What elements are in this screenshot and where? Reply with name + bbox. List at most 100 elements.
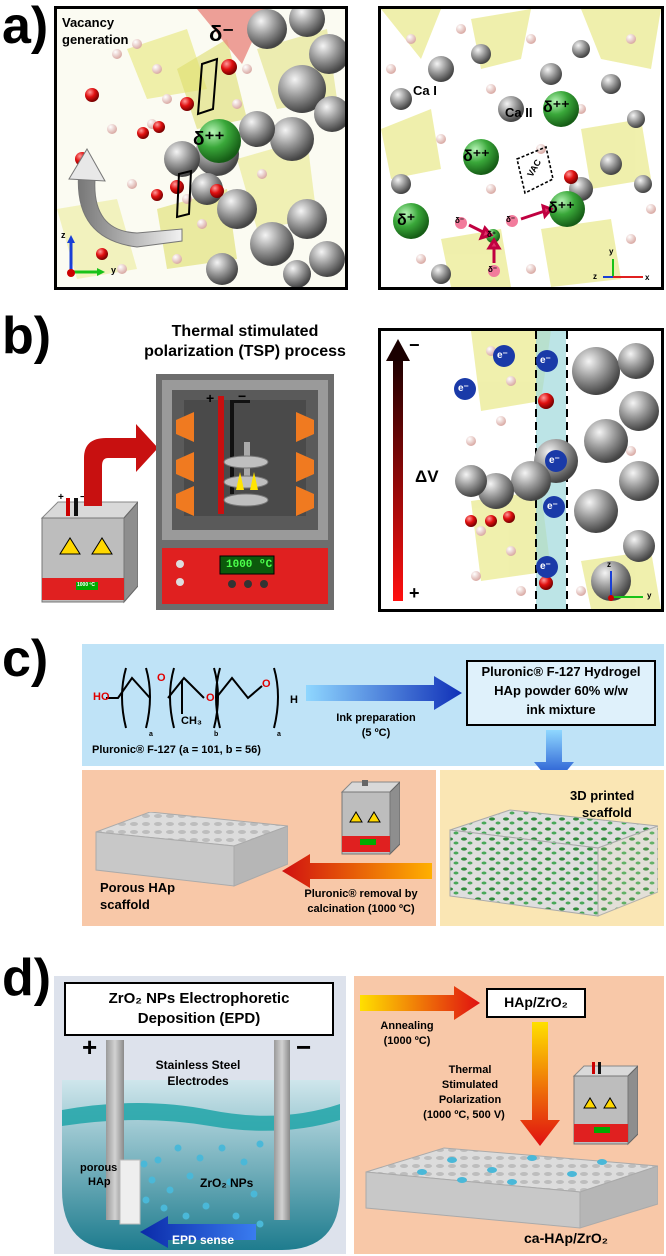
electron-label-6: e⁻ bbox=[540, 561, 551, 572]
chem-ho: HO bbox=[93, 691, 110, 703]
removal-line1: Pluronic® removal by bbox=[304, 888, 418, 900]
calcination-oven-icon bbox=[340, 780, 400, 856]
axis-y-label-right: y bbox=[609, 247, 614, 256]
epd-line2: Deposition (EPD) bbox=[137, 1010, 261, 1027]
panel-d-label: d) bbox=[2, 949, 52, 1007]
delta-minus-label: δ⁻ bbox=[209, 21, 234, 46]
electron-label-3: e⁻ bbox=[458, 383, 469, 394]
crystal-structure-left bbox=[57, 9, 345, 287]
charge-pp-b: δ⁺⁺ bbox=[463, 148, 490, 165]
printed-line1: 3D printed bbox=[570, 788, 635, 803]
axis-z-label: z bbox=[61, 230, 66, 240]
axis-x-label-right: x bbox=[645, 273, 650, 282]
panel-c-label: c) bbox=[2, 630, 49, 688]
dv-minus: − bbox=[409, 335, 420, 355]
ca1-label: Ca I bbox=[413, 83, 437, 98]
furnace-drawing bbox=[156, 374, 334, 610]
tsp-line1: Thermal bbox=[448, 1064, 492, 1076]
charge-pp-c: δ⁺⁺ bbox=[548, 200, 575, 217]
polarized-structure bbox=[386, 331, 661, 609]
tsp-title-line2: polarization (TSP) process bbox=[144, 343, 346, 360]
tsp-line3: Polarization bbox=[438, 1094, 502, 1106]
charge-distribution-view: Ca I Ca II δ⁺⁺ δ⁺⁺ δ⁺⁺ δ⁺ δ⁻ δ⁻ δ⁻ δ⁺ VA… bbox=[378, 6, 664, 290]
axis-y-label-b: y bbox=[647, 591, 652, 600]
electrodes-line1: Stainless Steel bbox=[155, 1058, 241, 1072]
vacancy-label-line1: Vacancy bbox=[62, 15, 115, 30]
epd-sense-label: EPD sense bbox=[172, 1233, 235, 1247]
small-plus-sign: + bbox=[58, 492, 64, 503]
porous-hap-d-line2: HAp bbox=[88, 1176, 111, 1188]
printed-scaffold-image bbox=[449, 809, 658, 917]
tsp-furnace: + − 1000 ºC bbox=[154, 372, 336, 612]
chem-a2: a bbox=[277, 731, 281, 738]
power-supply-drawing bbox=[40, 498, 140, 604]
hydrogel-line1: Pluronic® F-127 Hydrogel bbox=[481, 664, 641, 679]
small-minus-3: δ⁻ bbox=[506, 215, 516, 224]
chem-o3: O bbox=[262, 678, 271, 690]
epd-plus: + bbox=[82, 1032, 98, 1062]
small-minus-sign: − bbox=[80, 492, 86, 503]
tsp-down-arrow-icon bbox=[520, 1022, 560, 1146]
electron-label-2: e⁻ bbox=[540, 355, 551, 366]
vacancy-generation-view: Vacancy generation δ⁻ δ⁺⁺ z y bbox=[54, 6, 348, 290]
porous-hap-line1: Porous HAp bbox=[100, 880, 176, 895]
panel-b-label: b) bbox=[2, 307, 52, 365]
axis-z-label-b: z bbox=[607, 560, 611, 569]
tsp-power-supply-icon bbox=[572, 1062, 638, 1146]
ca2-label: Ca II bbox=[505, 105, 533, 120]
axis-y-label: y bbox=[111, 265, 117, 275]
printed-line2: scaffold bbox=[582, 805, 632, 820]
tsp-title-line1: Thermal stimulated bbox=[171, 323, 319, 340]
delta-v-label: ΔV bbox=[415, 467, 439, 486]
annealing-line2: (1000 ºC) bbox=[383, 1035, 431, 1047]
ink-prep-line1: Ink preparation bbox=[336, 712, 416, 724]
pluronic-caption: Pluronic® F-127 (a = 101, b = 56) bbox=[92, 744, 261, 756]
ca-hap-zro2-scaffold-image bbox=[365, 1147, 658, 1229]
ink-prep-line2: (5 ºC) bbox=[361, 727, 391, 739]
zro2-nps-label: ZrO₂ NPs bbox=[200, 1176, 254, 1190]
delta-plusplus-label: δ⁺⁺ bbox=[193, 129, 225, 150]
epd-minus: − bbox=[296, 1032, 312, 1062]
furnace-display: 1000 ºC bbox=[226, 559, 273, 571]
pluronic-structure bbox=[106, 667, 279, 729]
vacancy-label-line2: generation bbox=[62, 32, 129, 47]
hydrogel-line3: ink mixture bbox=[526, 702, 596, 717]
furnace-minus-sign: − bbox=[238, 388, 247, 404]
chem-o2: O bbox=[206, 692, 215, 704]
hap-zro2-label: HAp/ZrO₂ bbox=[504, 994, 568, 1010]
small-display: 1000 ºC bbox=[77, 582, 95, 588]
charge-pp-a: δ⁺⁺ bbox=[543, 99, 570, 116]
chem-b: b bbox=[214, 731, 219, 738]
electron-label-1: e⁻ bbox=[497, 350, 508, 361]
axis-z-label-right: z bbox=[593, 272, 597, 281]
ink-prep-arrow-icon bbox=[306, 676, 462, 710]
dv-plus: + bbox=[409, 583, 420, 603]
chem-h: H bbox=[290, 694, 298, 706]
removal-line2: calcination (1000 ºC) bbox=[307, 903, 415, 915]
electron-label-4: e⁻ bbox=[549, 455, 560, 466]
annealing-line1: Annealing bbox=[380, 1020, 434, 1032]
tsp-line2: Stimulated bbox=[441, 1079, 499, 1091]
final-scaffold-label: ca-HAp/ZrO₂ bbox=[524, 1230, 609, 1246]
porous-hap-line2: scaffold bbox=[100, 897, 150, 912]
annealing-arrow-icon bbox=[360, 986, 480, 1020]
porous-hap-scaffold-image bbox=[95, 812, 288, 887]
chem-ch3: CH₃ bbox=[181, 715, 202, 727]
chem-a1: a bbox=[149, 731, 153, 738]
power-supply: 1000 ºC + − bbox=[36, 492, 140, 604]
small-minus-1: δ⁻ bbox=[455, 216, 465, 225]
epd-line1: ZrO₂ NPs Electrophoretic bbox=[108, 990, 290, 1007]
panel-a-label: a) bbox=[2, 0, 49, 55]
calcination-arrow-icon bbox=[282, 854, 432, 888]
polarization-view: − + ΔV e⁻ e⁻ e⁻ e⁻ e⁻ e⁻ z y bbox=[378, 328, 664, 612]
porous-hap-d-line1: porous bbox=[80, 1162, 118, 1174]
hydrogel-box bbox=[466, 660, 656, 726]
transfer-arrow-icon bbox=[84, 424, 158, 506]
furnace-plus-sign: + bbox=[206, 390, 215, 406]
crystal-structure-right bbox=[381, 9, 661, 287]
epd-beaker bbox=[62, 1040, 340, 1250]
chem-o1: O bbox=[157, 672, 166, 684]
electron-label-5: e⁻ bbox=[547, 501, 558, 512]
electrodes-line2: Electrodes bbox=[167, 1074, 229, 1088]
hap-zro2-box bbox=[486, 988, 586, 1018]
